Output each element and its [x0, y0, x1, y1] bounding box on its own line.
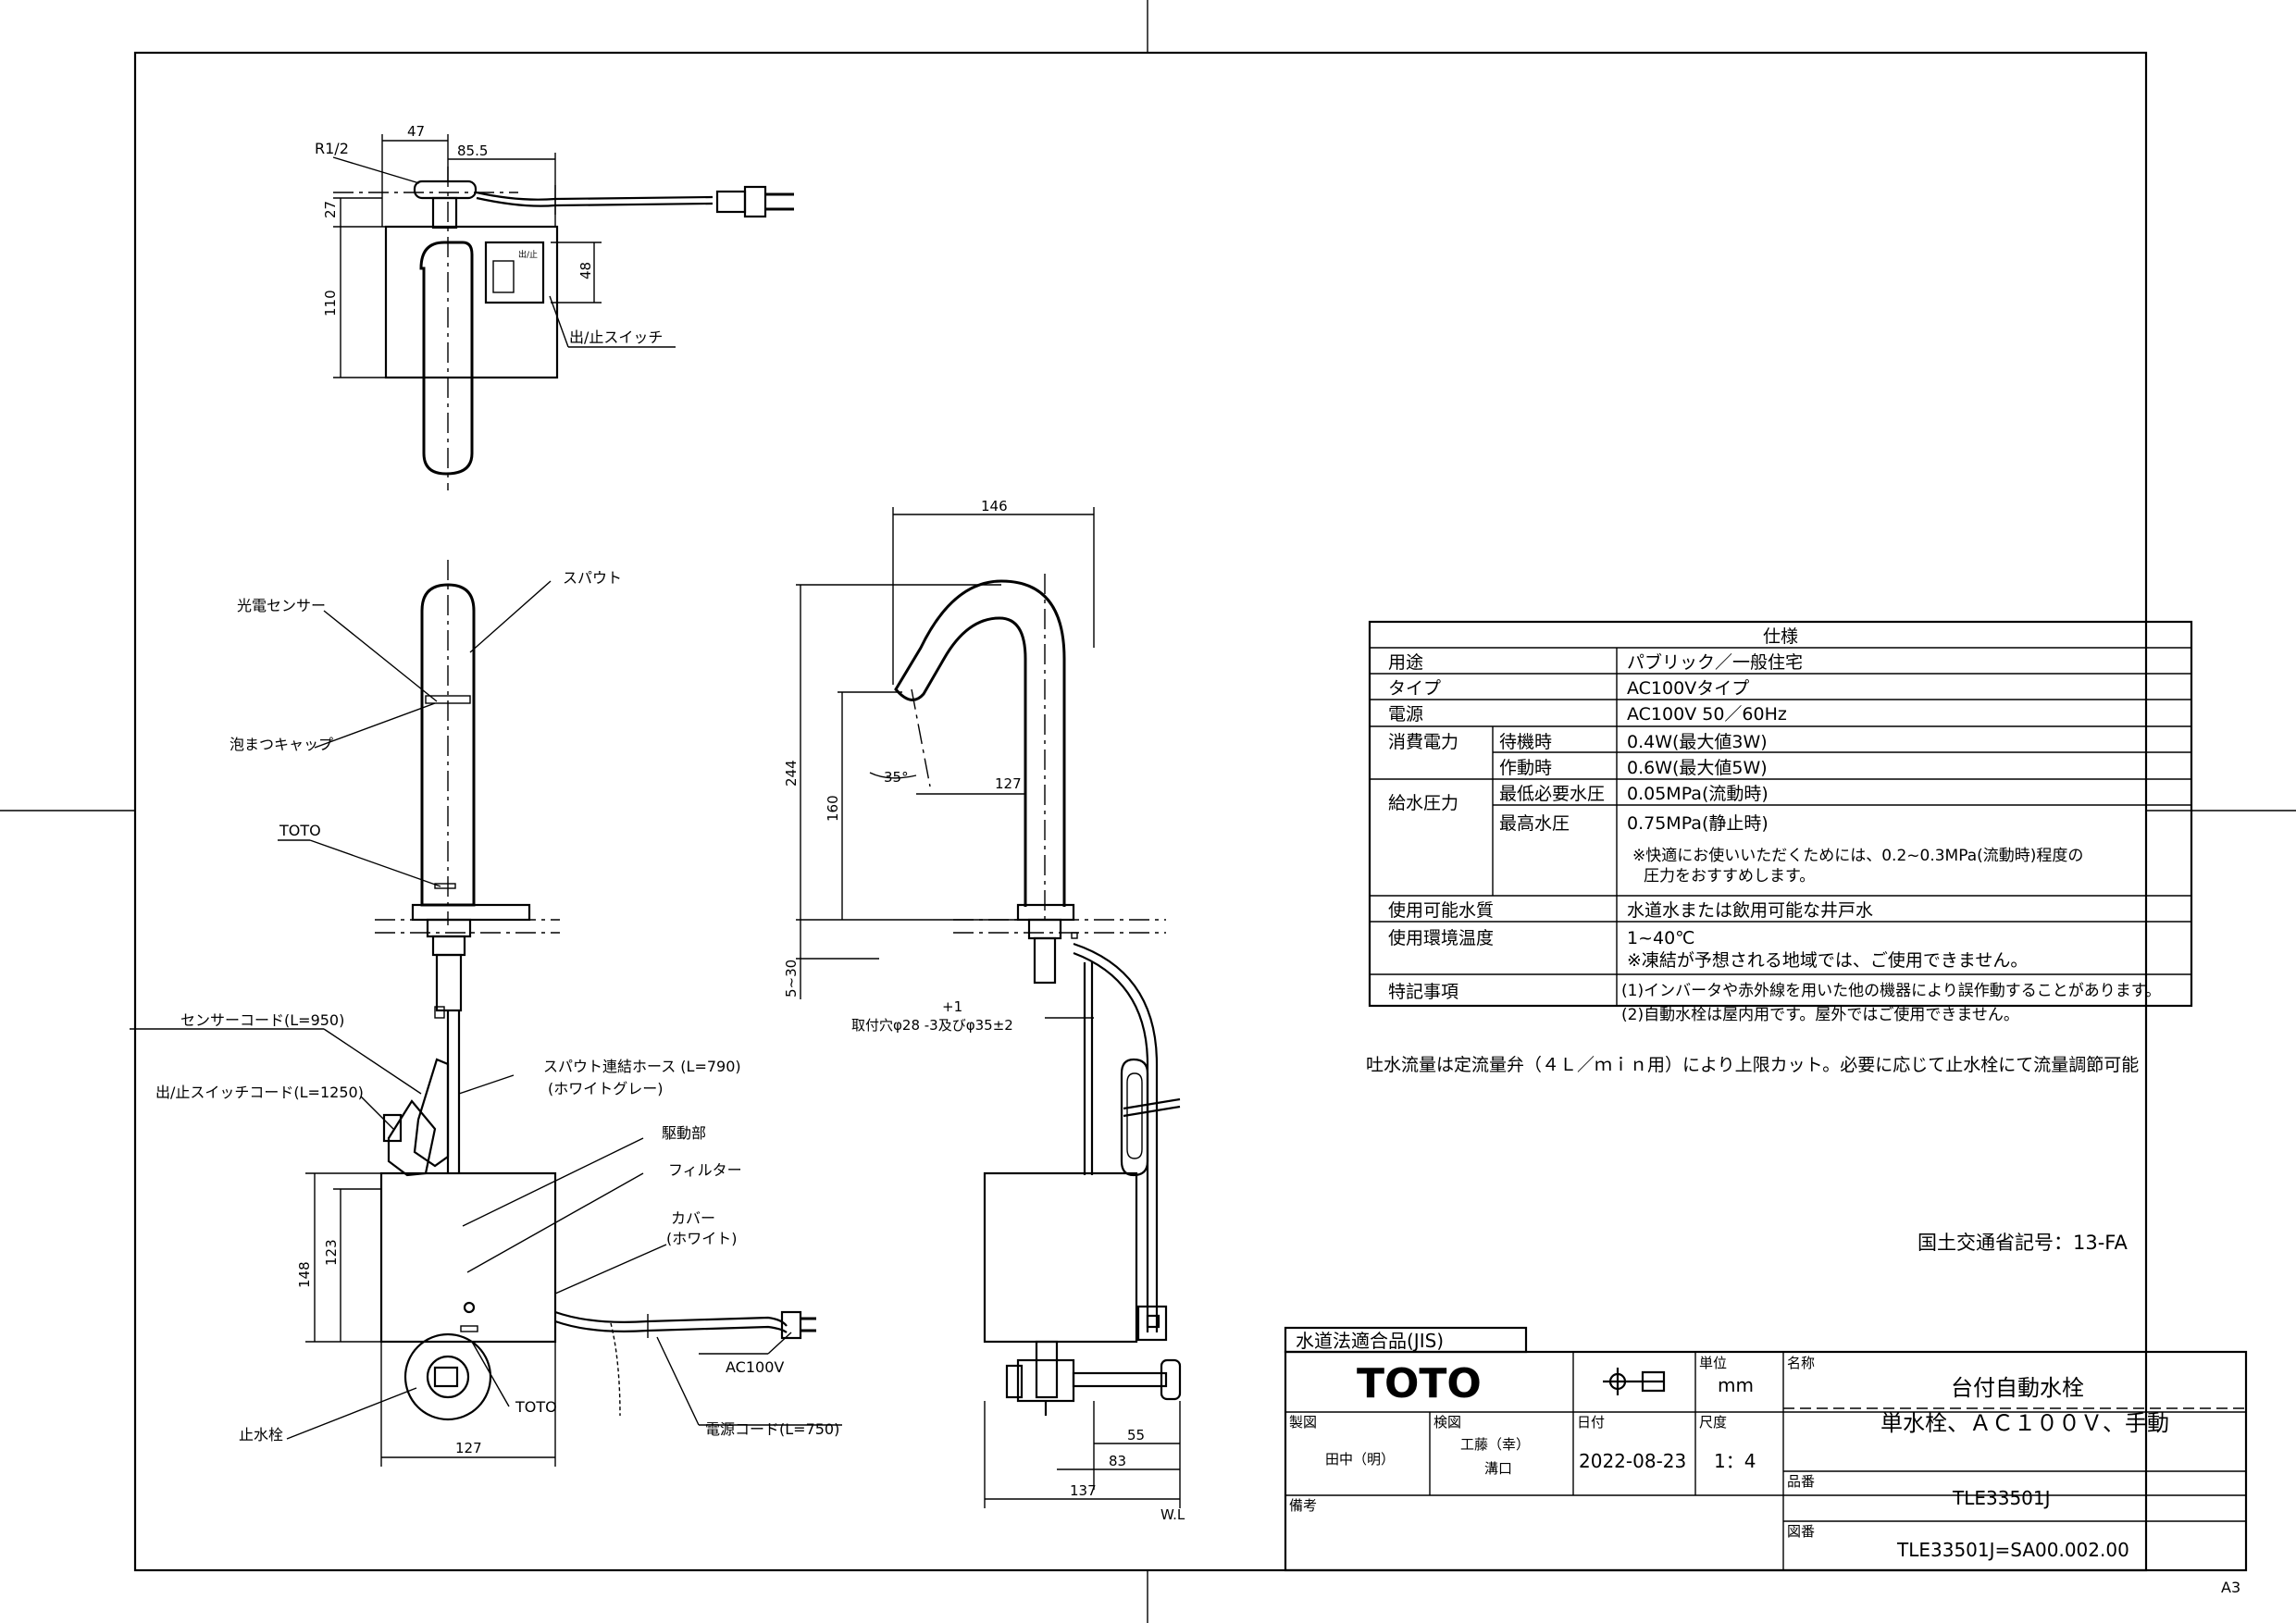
- spec-label-0: 用途: [1388, 652, 1423, 673]
- install-hole: 取付穴φ28 -3及びφ35±2: [851, 1017, 1013, 1034]
- spec-label-5: 給水圧力: [1388, 793, 1458, 813]
- name-label: 名称: [1787, 1355, 1815, 1371]
- scale-label: 尺度: [1699, 1414, 1727, 1431]
- product-subtitle: 単水栓、ＡＣ１００Ｖ、手動: [1880, 1410, 2169, 1436]
- date-value: 2022-08-23: [1579, 1450, 1686, 1472]
- spec-special-note-2: (2)自動水栓は屋内用です。屋外ではご使用できません。: [1621, 1005, 2019, 1024]
- callout-drive: 駆動部: [662, 1124, 706, 1142]
- drawing-number: TLE33501J=SA00.002.00: [1896, 1539, 2129, 1561]
- dim-127-side: 127: [995, 775, 1022, 792]
- dim-5-30: 5~30: [783, 960, 800, 997]
- spec-value-0: パブリック／一般住宅: [1627, 651, 1803, 673]
- spec-label-2: 電源: [1388, 704, 1423, 725]
- callout-aerator: 泡まつキャップ: [230, 736, 333, 753]
- unit-value: mm: [1718, 1374, 1754, 1396]
- front-view: [130, 560, 842, 1467]
- spec-value-7: 水道水または飲用可能な井戸水: [1627, 900, 1873, 921]
- spec-label-7: 使用可能水質: [1388, 900, 1494, 921]
- date-label: 日付: [1577, 1414, 1605, 1431]
- spec-pressure-note-2: 圧力をおすすめします。: [1644, 867, 1815, 886]
- callout-cover: カバー: [671, 1209, 715, 1227]
- product-name: 台付自動水栓: [1951, 1375, 2084, 1401]
- dim-127-front: 127: [455, 1440, 482, 1456]
- dim-148: 148: [296, 1261, 313, 1288]
- spec-sub-4: 作動時: [1499, 758, 1552, 778]
- part-label: 品番: [1787, 1473, 1815, 1490]
- callout-filter: フィルター: [668, 1161, 742, 1179]
- dim-83: 83: [1109, 1453, 1126, 1469]
- mlit-code: 国土交通省記号：13-FA: [1917, 1232, 2128, 1254]
- spec-title: 仕様: [1763, 626, 1798, 647]
- dim-244: 244: [783, 760, 800, 787]
- spec-value-1: AC100Vタイプ: [1627, 678, 1749, 699]
- spec-pressure-note-1: ※快適にお使いいただくためには、0.2~0.3MPa(流動時)程度の: [1632, 846, 2083, 865]
- spec-label-8: 使用環境温度: [1388, 928, 1494, 948]
- drawn-label: 製図: [1289, 1414, 1317, 1431]
- spec-temp-note: ※凍結が予想される地域では、ご使用できません。: [1627, 950, 2028, 971]
- spec-sub-3: 待機時: [1499, 732, 1552, 752]
- spec-table: [1368, 620, 2193, 1008]
- dim-55: 55: [1127, 1427, 1145, 1443]
- unit-label: 単位: [1699, 1355, 1727, 1371]
- callout-r-half: R1/2: [315, 140, 349, 157]
- brand-logo: TOTO: [1357, 1360, 1482, 1407]
- spec-value-4: 0.6W(最大値5W): [1627, 758, 1768, 778]
- checked-label: 検図: [1433, 1414, 1461, 1431]
- title-block: [1284, 1326, 2248, 1572]
- spec-value-5: 0.05MPa(流動時): [1627, 784, 1769, 804]
- spec-value-6: 0.75MPa(静止時): [1627, 813, 1769, 834]
- dim-85-5: 85.5: [457, 142, 488, 159]
- spec-value-8: 1~40℃: [1627, 928, 1695, 948]
- callout-power-cord: 電源コード(L=750): [705, 1420, 839, 1438]
- spec-value-3: 0.4W(最大値3W): [1627, 732, 1768, 752]
- spec-value-9: (1)インバータや赤外線を用いた他の機器により誤作動することがあります。: [1621, 982, 2161, 1000]
- dim-123: 123: [323, 1239, 340, 1266]
- part-number: TLE33501J: [1952, 1487, 2051, 1509]
- callout-ac100v: AC100V: [726, 1358, 784, 1376]
- dim-160: 160: [825, 795, 841, 822]
- callout-spout: スパウト: [563, 569, 622, 587]
- spec-label-9: 特記事項: [1388, 982, 1458, 1002]
- drawn-by: 田中（明）: [1325, 1451, 1395, 1468]
- callout-stop-valve: 止水栓: [239, 1426, 283, 1443]
- install-hole-tolerance: +1: [942, 998, 962, 1015]
- dim-27: 27: [322, 201, 339, 218]
- callout-switch: 出/止スイッチ: [569, 328, 663, 346]
- callout-hose: スパウト連結ホース (L=790): [543, 1058, 741, 1075]
- checked-by-1: 工藤（幸）: [1460, 1436, 1530, 1453]
- callout-hose-color: (ホワイトグレー): [548, 1080, 664, 1097]
- spec-label-3: 消費電力: [1388, 732, 1458, 752]
- side-view: [796, 507, 1182, 1508]
- spec-label-1: タイプ: [1388, 678, 1441, 699]
- callout-photo-sensor: 光電センサー: [237, 597, 326, 614]
- water-level-label: W.L: [1160, 1506, 1185, 1523]
- drawing-number-label: 図番: [1787, 1523, 1815, 1540]
- dim-146: 146: [981, 498, 1008, 514]
- jis-label: 水道法適合品(JIS): [1296, 1330, 1444, 1352]
- spec-sub-5: 最低必要水圧: [1499, 784, 1605, 804]
- flow-note: 吐水流量は定流量弁（４Ｌ／ｍｉｎ用）により上限カット。必要に応じて止水栓にて流量…: [1366, 1055, 2139, 1075]
- dim-35-deg: 35°: [884, 769, 909, 786]
- remarks-label: 備考: [1289, 1497, 1317, 1514]
- switch-panel-label: 出/止: [518, 249, 538, 260]
- top-view: 出/止: [332, 134, 794, 490]
- checked-by-2: 溝口: [1484, 1460, 1512, 1477]
- dim-48: 48: [577, 262, 594, 279]
- dim-137: 137: [1070, 1482, 1097, 1499]
- callout-sensor-cord: センサーコード(L=950): [180, 1011, 344, 1029]
- dim-110: 110: [322, 290, 339, 316]
- callout-toto-front: TOTO: [515, 1398, 557, 1416]
- spec-sub-6: 最高水圧: [1499, 813, 1570, 834]
- spec-value-2: AC100V 50／60Hz: [1627, 704, 1787, 725]
- callout-cover-color: (ホワイト): [666, 1230, 738, 1247]
- sheet-size-label: A3: [2221, 1579, 2240, 1596]
- callout-switch-cord: 出/止スイッチコード(L=1250): [155, 1084, 364, 1101]
- dim-47: 47: [407, 123, 425, 140]
- scale-value: 1：4: [1714, 1450, 1756, 1472]
- callout-toto-small: TOTO: [279, 822, 321, 839]
